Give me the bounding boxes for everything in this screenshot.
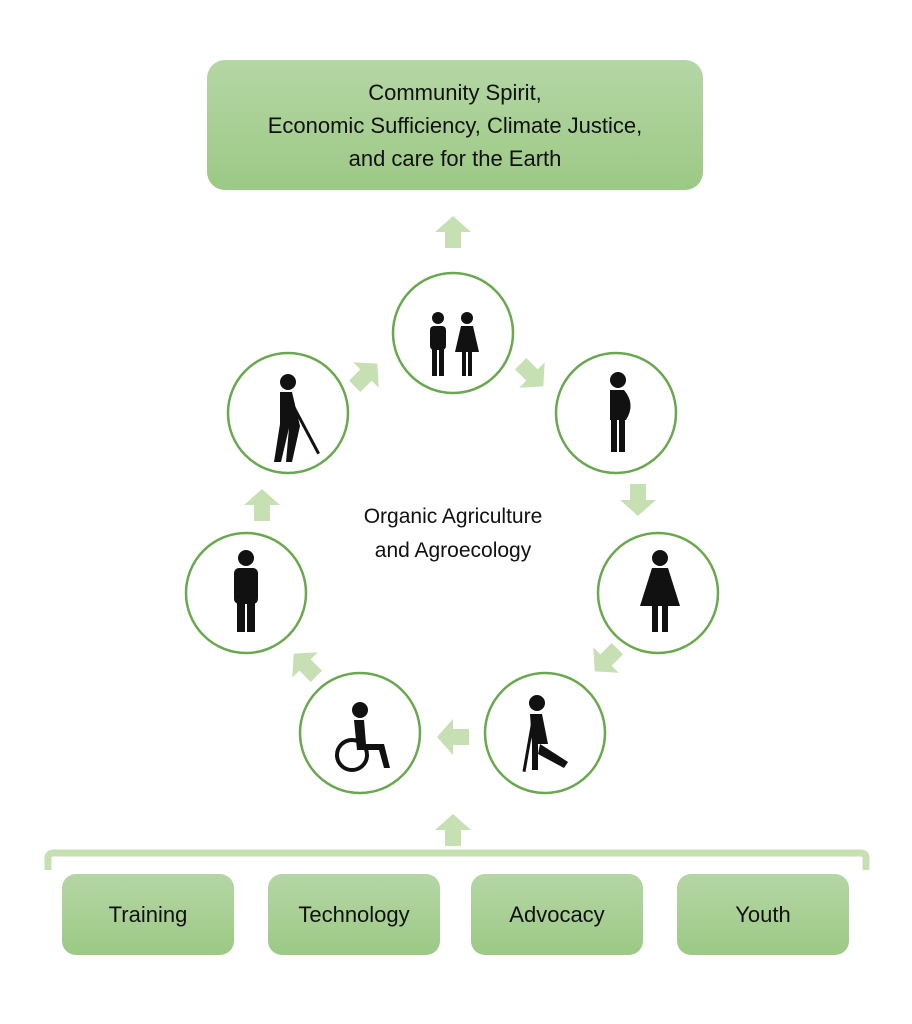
elderly-cane-icon <box>274 374 320 462</box>
goal-line-2: Economic Sufficiency, Climate Justice, <box>267 112 643 138</box>
pregnant-woman-icon <box>610 372 631 452</box>
pillar-advocacy: Advocacy <box>471 874 643 955</box>
injured-person-crutch-icon <box>522 695 568 772</box>
center-line-1: Organic Agriculture <box>363 505 543 528</box>
children-icon <box>430 312 479 376</box>
goal-line-1: Community Spirit, <box>368 79 542 105</box>
cycle-arrow <box>280 640 330 690</box>
cycle-arrow <box>581 635 631 685</box>
pillar-training: Training <box>62 874 234 955</box>
cycle-arrow <box>244 489 280 521</box>
woman-icon <box>640 550 680 632</box>
cycle-arrow <box>507 350 557 400</box>
center-line-2: and Agroecology <box>374 539 532 562</box>
arrow-to-goal <box>435 216 471 248</box>
cycle-arrow <box>437 719 469 755</box>
pillar-technology: Technology <box>268 874 440 955</box>
man-icon <box>234 550 258 632</box>
pillars-bracket <box>44 849 870 870</box>
arrow-from-pillars <box>435 814 471 846</box>
goal-line-3: and care for the Earth <box>348 145 562 171</box>
pillar-youth: Youth <box>677 874 849 955</box>
cycle-arrow <box>341 350 391 400</box>
children-circle <box>391 271 515 395</box>
goal-box: Community Spirit, Economic Sufficiency, … <box>207 60 703 190</box>
cycle-arrow <box>620 484 656 516</box>
center-label: Organic Agriculture and Agroecology <box>300 500 606 568</box>
wheelchair-user-icon <box>335 702 390 772</box>
